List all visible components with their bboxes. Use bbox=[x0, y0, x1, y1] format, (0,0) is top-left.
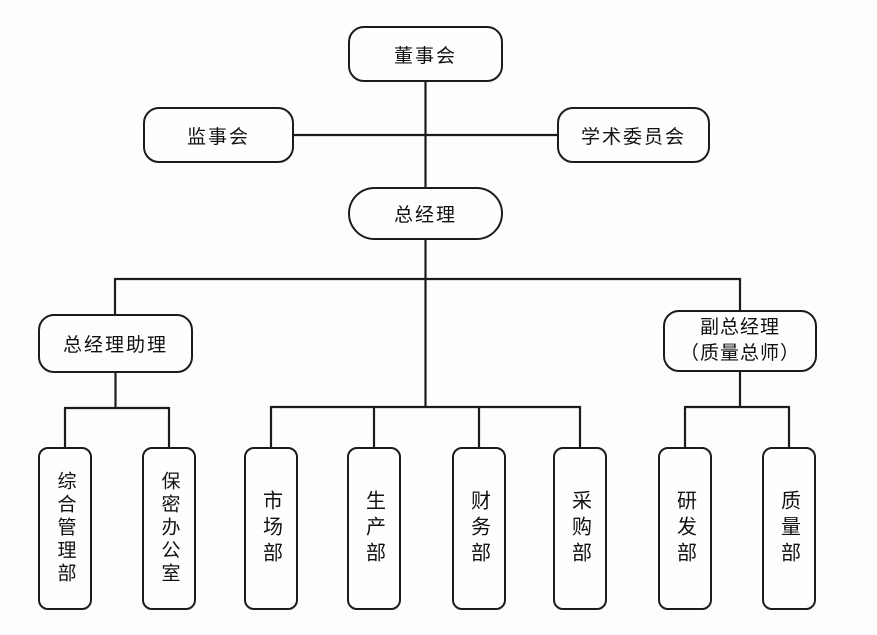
node-general-manager: 总经理 bbox=[348, 187, 503, 240]
node-dept-confidentiality-office: 保密办公室 bbox=[142, 447, 196, 610]
node-dept-marketing: 市场部 bbox=[244, 447, 298, 610]
node-deputy-gm-label-line1: 副总经理 bbox=[699, 317, 780, 338]
node-dept-marketing-label: 市场部 bbox=[259, 489, 282, 568]
node-dept-rnd-label: 研发部 bbox=[673, 489, 696, 568]
node-dept-finance-label: 财务部 bbox=[467, 489, 490, 568]
node-dept-procurement: 采购部 bbox=[553, 447, 607, 610]
node-dept-production-label: 生产部 bbox=[362, 489, 385, 568]
node-gm-assistant-label: 总经理助理 bbox=[62, 335, 168, 356]
node-dept-general-management: 综合管理部 bbox=[38, 447, 92, 610]
node-dept-production: 生产部 bbox=[347, 447, 401, 610]
node-board-label: 董事会 bbox=[393, 45, 457, 67]
node-dept-quality-label: 质量部 bbox=[777, 489, 800, 568]
node-deputy-gm-label-line2: （质量总师） bbox=[679, 343, 800, 364]
node-gm-assistant: 总经理助理 bbox=[38, 314, 193, 373]
node-general-manager-label: 总经理 bbox=[393, 205, 457, 226]
node-dept-quality: 质量部 bbox=[762, 447, 816, 610]
node-academic-committee: 学术委员会 bbox=[557, 107, 710, 163]
node-dept-rnd: 研发部 bbox=[658, 447, 712, 610]
node-dept-procurement-label: 采购部 bbox=[568, 489, 591, 568]
node-academic-committee-label: 学术委员会 bbox=[580, 126, 686, 148]
node-dept-confidentiality-office-label: 保密办公室 bbox=[158, 471, 180, 586]
node-dept-finance: 财务部 bbox=[452, 447, 506, 610]
node-board: 董事会 bbox=[348, 26, 503, 82]
node-supervisory-board: 监事会 bbox=[143, 107, 294, 163]
node-dept-general-management-label: 综合管理部 bbox=[54, 471, 76, 586]
node-supervisory-board-label: 监事会 bbox=[186, 126, 250, 148]
node-deputy-gm: 副总经理 （质量总师） bbox=[663, 310, 817, 372]
